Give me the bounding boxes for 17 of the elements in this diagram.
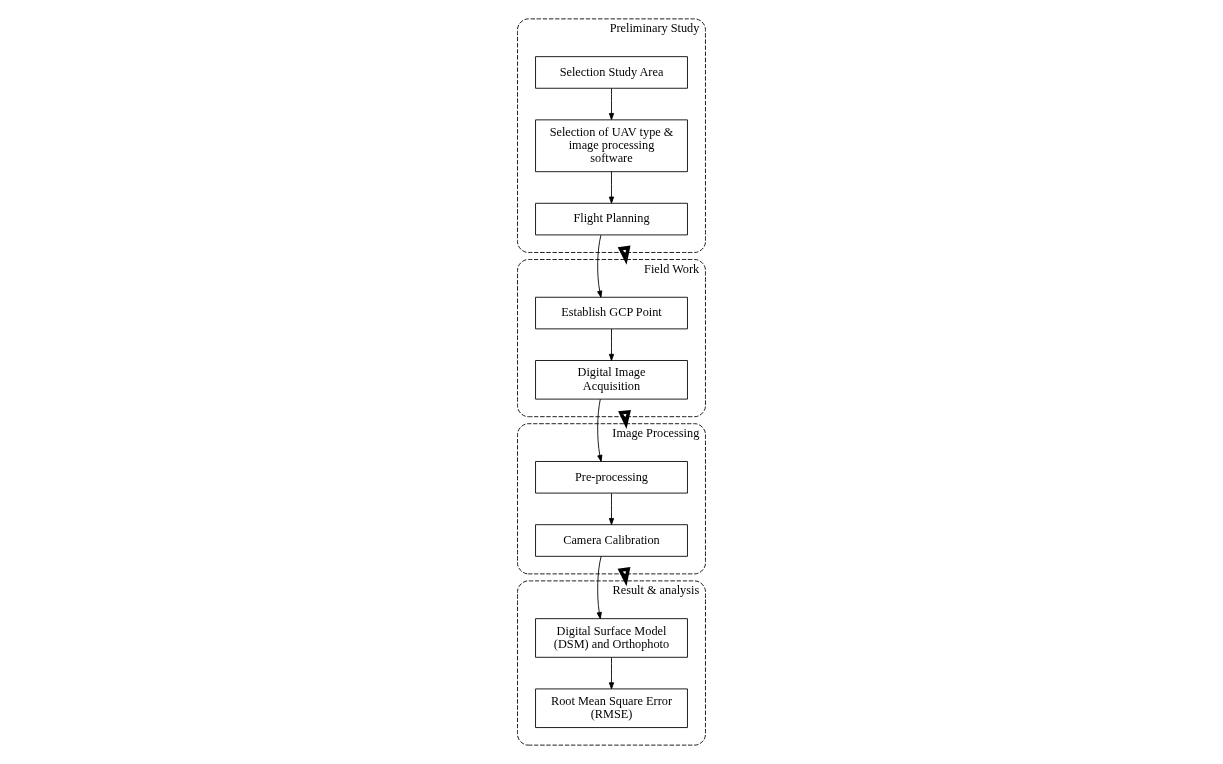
arrow [608, 88, 615, 121]
arrow [597, 398, 603, 462]
node-box: Selection Study Area [535, 56, 688, 89]
arrow [597, 234, 603, 298]
node-box: Digital Image Acquisition [535, 360, 688, 400]
node-box: Digital Surface Model (DSM) and Orthophoto [535, 618, 688, 658]
node-box: Establish GCP Point [535, 296, 688, 330]
node-box: Camera Calibration [535, 524, 688, 557]
arrow [608, 492, 615, 526]
node-box: Selection of UAV type & image processing software [535, 119, 688, 173]
arrow [608, 328, 615, 361]
arrow [608, 171, 615, 204]
node-box: Root Mean Square Error (RMSE) [535, 688, 688, 728]
node-box: Pre-processing [535, 461, 688, 494]
arrow [596, 555, 602, 620]
node-box: Flight Planning [535, 202, 688, 236]
arrow [608, 657, 615, 690]
